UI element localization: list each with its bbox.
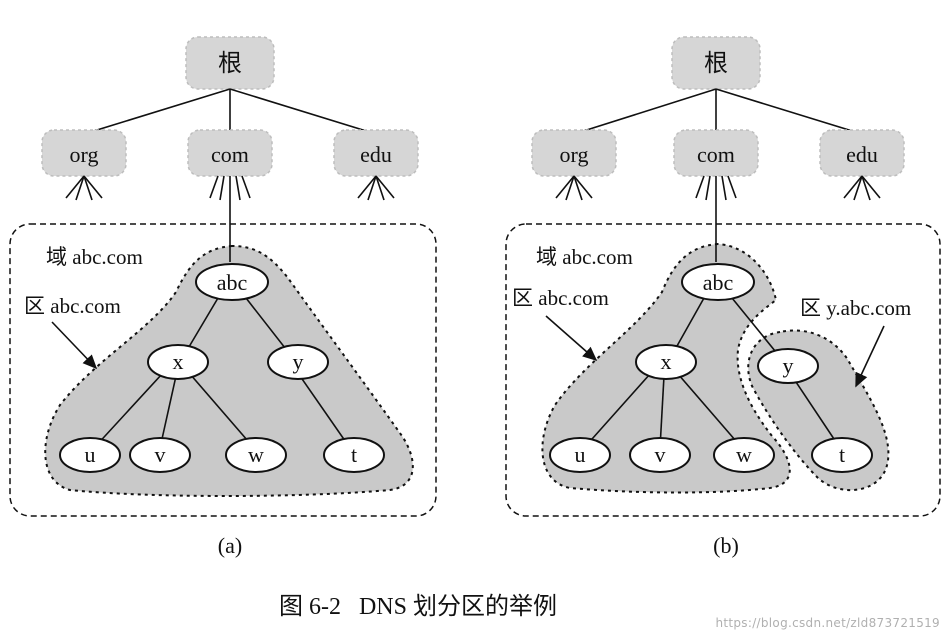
node-w: [225, 437, 287, 473]
panel-b: 根 org com edu: [505, 36, 941, 558]
node-v-label: v: [655, 442, 666, 467]
node-y-label: y: [783, 353, 794, 378]
com-subtree-lines: [209, 175, 251, 201]
tld-com-label: com: [697, 142, 735, 167]
figure-caption: 图 6-2 DNS 划分区的举例: [279, 593, 557, 620]
node-u-label: u: [575, 442, 586, 467]
zone1-label: 区 abc.com: [512, 286, 609, 310]
zone-label: 区 abc.com: [24, 294, 121, 318]
tree-lines: [583, 297, 841, 449]
node-y: [267, 344, 329, 380]
com-subtree-lines: [695, 175, 737, 201]
node-abc: [195, 263, 269, 301]
root-label: 根: [704, 50, 728, 77]
node-abc: [681, 263, 755, 301]
node-y-label: y: [293, 349, 304, 374]
node-w-label: w: [248, 442, 264, 467]
zone2-label: 区 y.abc.com: [800, 296, 911, 320]
node-v-label: v: [155, 442, 166, 467]
node-w-label: w: [736, 442, 752, 467]
tld-com-label: com: [211, 142, 249, 167]
org-subtree-lines: [65, 175, 103, 201]
node-v: [629, 437, 691, 473]
watermark: https://blog.csdn.net/zld873721519: [715, 616, 940, 630]
edu-subtree-lines: [843, 175, 881, 201]
tld-org-label: org: [70, 142, 99, 167]
node-x: [147, 344, 209, 380]
tld-edu-node: [819, 129, 905, 177]
tld-edu-node: [333, 129, 419, 177]
node-x-label: x: [661, 349, 672, 374]
tld-com-node: [187, 129, 273, 177]
tld-edu-label: edu: [360, 142, 392, 167]
caption-b: (b): [713, 533, 739, 558]
domain-box: [505, 223, 941, 517]
node-x: [635, 344, 697, 380]
tld-edu-label: edu: [846, 142, 878, 167]
node-w: [713, 437, 775, 473]
panel-a: 根 org com edu: [9, 36, 437, 558]
node-u: [59, 437, 121, 473]
node-v: [129, 437, 191, 473]
org-subtree-lines: [555, 175, 593, 201]
caption-a: (a): [218, 533, 242, 558]
node-x-label: x: [173, 349, 184, 374]
tld-org-label: org: [560, 142, 589, 167]
root-node: [185, 36, 275, 90]
node-t: [811, 437, 873, 473]
root-node: [671, 36, 761, 90]
domain-box: [9, 223, 437, 517]
tld-org-node: [41, 129, 127, 177]
node-t-label: t: [839, 442, 845, 467]
tld-org-node: [531, 129, 617, 177]
node-t: [323, 437, 385, 473]
edu-subtree-lines: [357, 175, 395, 201]
zone-abc-com: [44, 244, 414, 497]
node-abc-label: abc: [217, 270, 248, 295]
node-abc-label: abc: [703, 270, 734, 295]
zone1-arrow: [545, 315, 598, 362]
node-t-label: t: [351, 442, 357, 467]
node-u: [549, 437, 611, 473]
tld-com-node: [673, 129, 759, 177]
node-u-label: u: [85, 442, 96, 467]
domain-label: 域 abc.com: [536, 245, 633, 269]
root-label: 根: [218, 50, 242, 77]
domain-label: 域 abc.com: [46, 245, 143, 269]
zone-arrow: [51, 321, 98, 370]
zone2-arrow: [855, 325, 885, 388]
node-y: [757, 348, 819, 384]
